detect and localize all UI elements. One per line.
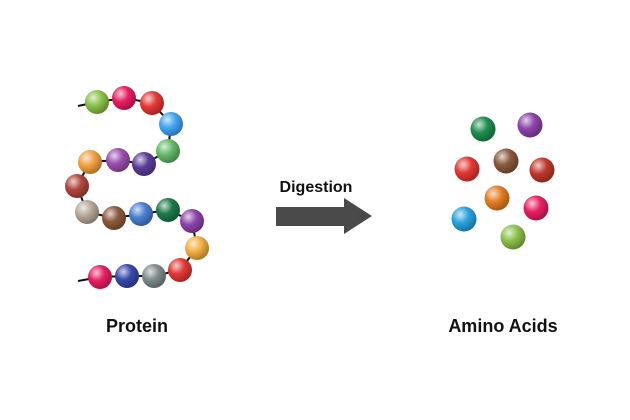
amino-acid-bead — [523, 195, 549, 221]
amino-acid-bead — [517, 112, 543, 138]
amino-acid-cluster — [451, 112, 555, 250]
protein-bead — [168, 258, 192, 282]
protein-bead — [102, 206, 126, 230]
amino-acid-bead — [484, 185, 510, 211]
protein-bead — [112, 86, 136, 110]
protein-bead — [132, 152, 156, 176]
amino-acid-bead — [529, 157, 555, 183]
protein-bead — [140, 91, 164, 115]
amino-acid-bead — [493, 148, 519, 174]
protein-bead — [88, 265, 112, 289]
amino-acid-bead — [470, 116, 496, 142]
protein-bead — [78, 150, 102, 174]
protein-bead — [129, 202, 153, 226]
protein-bead — [65, 174, 89, 198]
protein-chain — [65, 86, 209, 289]
amino-acid-bead — [500, 224, 526, 250]
protein-label: Protein — [106, 316, 168, 336]
amino-acid-bead — [454, 156, 480, 182]
protein-bead — [159, 112, 183, 136]
protein-bead — [85, 90, 109, 114]
amino-acid-bead — [451, 206, 477, 232]
digestion-arrow — [276, 198, 372, 234]
protein-bead — [75, 200, 99, 224]
amino-acids-label: Amino Acids — [448, 316, 557, 336]
digestion-label: Digestion — [280, 179, 353, 196]
protein-bead — [115, 264, 139, 288]
protein-bead — [106, 148, 130, 172]
arrow-icon — [276, 198, 372, 234]
protein-bead — [180, 209, 204, 233]
protein-bead — [185, 236, 209, 260]
protein-bead — [156, 198, 180, 222]
protein-bead — [142, 264, 166, 288]
protein-bead — [156, 139, 180, 163]
